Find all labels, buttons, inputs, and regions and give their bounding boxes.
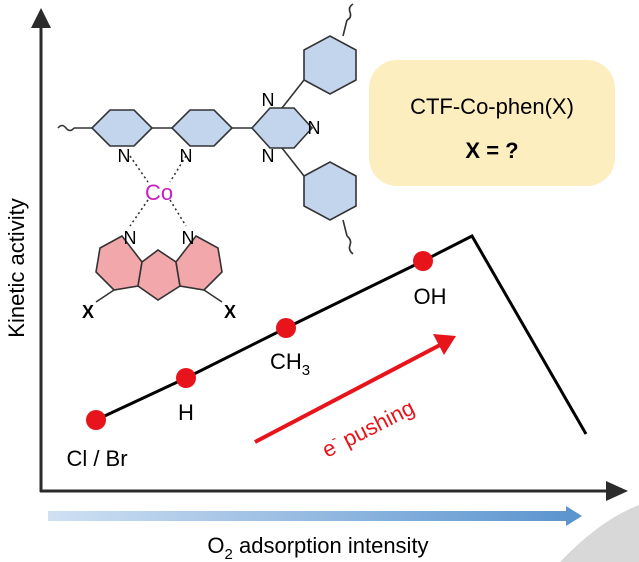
y-axis-arrowhead <box>31 8 51 28</box>
title-box <box>369 60 615 186</box>
cobalt-label: Co <box>145 180 173 205</box>
label-oh: OH <box>414 284 447 309</box>
x-axis-arrowhead <box>606 481 628 501</box>
e-pushing-arrowhead <box>433 334 456 355</box>
n-atom-triazine-right: N <box>308 118 321 138</box>
n-atom-phen-left: N <box>124 228 137 248</box>
n-atom-triazine-bottom: N <box>262 146 275 166</box>
pyridine-ring-1 <box>90 109 154 147</box>
e-pushing-arrow <box>254 343 441 444</box>
triazine-ring <box>250 107 314 149</box>
watermark-arc <box>560 505 639 562</box>
label-ch3: CH3 <box>270 349 310 379</box>
y-axis-label: Kinetic activity <box>4 198 29 337</box>
label-h: H <box>178 400 194 425</box>
n-atom-pyridine-2: N <box>180 146 193 166</box>
n-atom-pyridine-1: N <box>118 146 131 166</box>
axes <box>31 8 628 501</box>
activity-curve <box>95 234 588 435</box>
substituent-x-left: X <box>82 302 94 322</box>
x-axis-label: O2 adsorption intensity <box>207 533 428 562</box>
data-point-cl-br <box>86 410 106 430</box>
x-gradient-arrowhead <box>566 506 582 526</box>
data-point-oh <box>413 251 433 271</box>
ctf-co-phen-structure <box>57 3 357 303</box>
phenyl-ring-bottom <box>303 161 357 221</box>
pyridine-ring-2 <box>170 109 234 147</box>
x-gradient-bar <box>48 511 570 521</box>
data-point-ch3 <box>276 318 296 338</box>
box-line-2: X = ? <box>465 138 518 163</box>
n-atom-triazine-top: N <box>262 90 275 110</box>
label-cl-br: Cl / Br <box>66 446 127 471</box>
substituent-x-right: X <box>224 302 236 322</box>
box-line-1: CTF-Co-phen(X) <box>410 94 574 119</box>
data-point-h <box>176 368 196 388</box>
phen-ring-middle <box>137 249 181 301</box>
n-atom-phen-right: N <box>182 228 195 248</box>
phenyl-ring-top <box>303 35 357 95</box>
